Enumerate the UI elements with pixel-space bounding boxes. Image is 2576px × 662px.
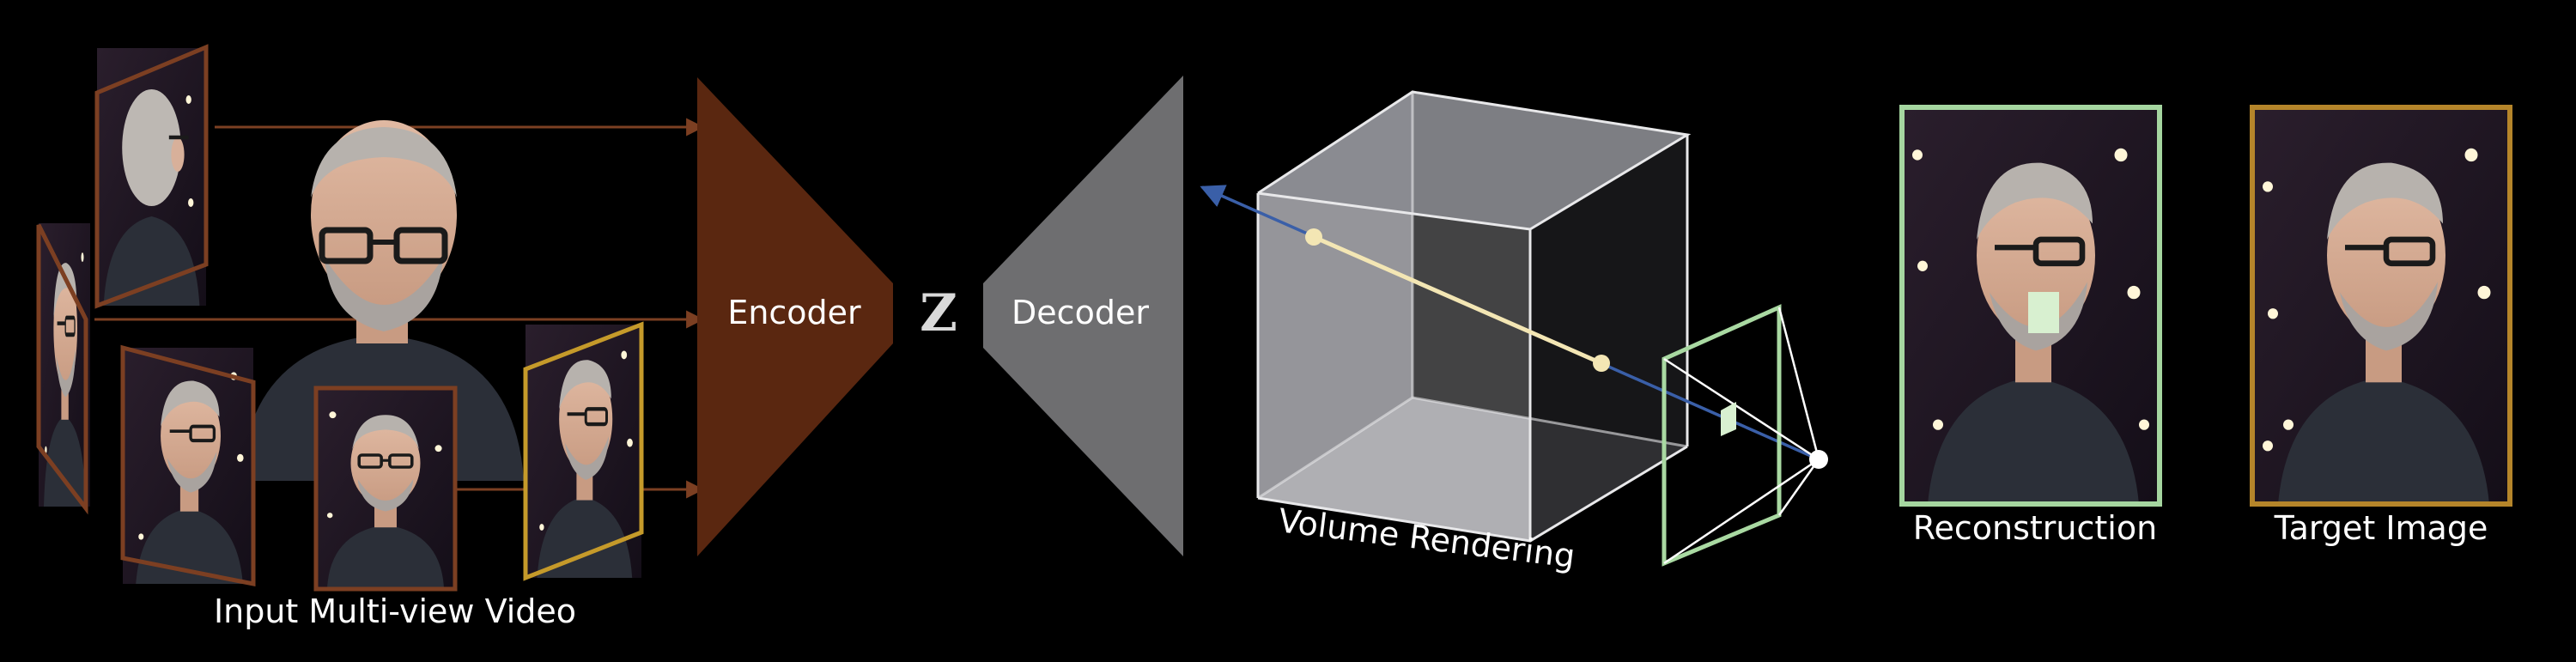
decoder-block: Decoder bbox=[983, 76, 1183, 556]
ray-near-point bbox=[1305, 228, 1322, 246]
view-side-left bbox=[36, 223, 90, 515]
view-back bbox=[94, 44, 209, 309]
reconstruction-label: Reconstruction bbox=[1913, 509, 2157, 547]
reconstruction-panel: Reconstruction bbox=[1899, 105, 2162, 547]
volume-rendering: Volume Rendering bbox=[1200, 90, 1828, 575]
view-right bbox=[523, 321, 644, 581]
input-multiview-video: Input Multi-view Video bbox=[36, 44, 705, 630]
latent-code-z: Z bbox=[920, 283, 957, 343]
pixel-patch bbox=[1721, 402, 1736, 436]
cube-left-face bbox=[1258, 92, 1413, 498]
target-image-label: Target Image bbox=[2274, 509, 2488, 547]
view-front bbox=[313, 386, 458, 592]
encoder-block: Encoder bbox=[697, 77, 893, 556]
ray-sample-segment bbox=[1312, 234, 1603, 366]
camera-center-icon bbox=[1809, 450, 1828, 469]
reconstructed-pixel-patch bbox=[2028, 292, 2059, 333]
encoder-label: Encoder bbox=[727, 294, 861, 331]
view-three-quarter-left bbox=[120, 344, 256, 587]
decoder-label: Decoder bbox=[1012, 294, 1149, 331]
ray-far-point bbox=[1593, 355, 1610, 372]
input-video-label: Input Multi-view Video bbox=[214, 592, 576, 630]
target-image-panel: Target Image bbox=[2250, 105, 2512, 547]
camera-frustum bbox=[1662, 304, 1828, 567]
cube-front-face bbox=[1258, 193, 1530, 541]
